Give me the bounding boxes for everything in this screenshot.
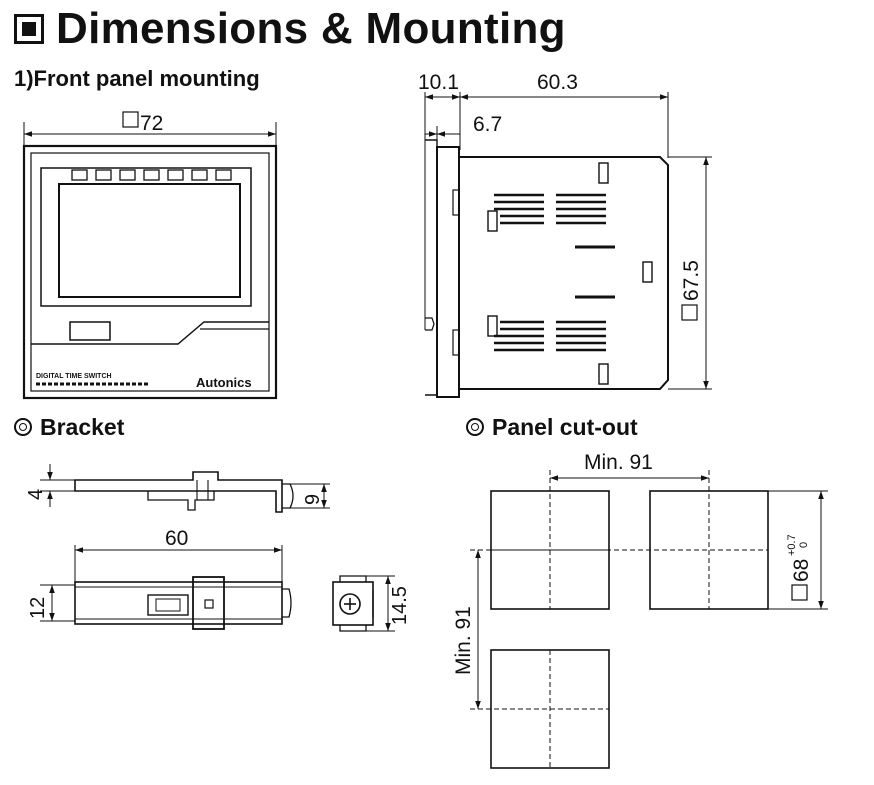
page-title-text: Dimensions & Mounting <box>56 4 566 53</box>
section-cutout-label: Panel cut-out <box>492 414 638 440</box>
cutout-min-v-dim: Min. 91 <box>452 606 475 675</box>
cutout-tol-plus: +0.7 <box>786 534 798 556</box>
cutout-min-h-dim: Min. 91 <box>584 451 653 474</box>
side-height-dim: 67.5 <box>680 260 703 301</box>
square-bullet-icon <box>14 14 44 44</box>
front-width-dim: 72 <box>140 112 163 135</box>
front-key <box>69 321 111 341</box>
side-depth-body-dim: 60.3 <box>537 71 578 94</box>
bracket-clip-width-dim: 14.5 <box>389 586 411 625</box>
square-symbol-icon <box>791 584 808 601</box>
bracket-side-view <box>40 464 330 513</box>
square-symbol-icon <box>122 111 139 128</box>
cutout-tol-minus: 0 <box>798 542 810 548</box>
page-title: Dimensions & Mounting <box>14 2 566 56</box>
side-step-dim: 6.7 <box>473 113 502 136</box>
section-bracket-label: Bracket <box>40 414 125 440</box>
bracket-height-dim: 12 <box>27 597 49 619</box>
double-circle-icon <box>466 418 484 436</box>
brand-logo: Autonics <box>196 375 252 390</box>
side-height-label: 67.5 <box>680 260 703 321</box>
side-view <box>424 92 712 398</box>
lcd-display <box>58 183 241 298</box>
front-frame <box>22 144 278 400</box>
bracket-end-view <box>332 575 395 632</box>
square-symbol-icon <box>681 304 698 321</box>
section-bracket: Bracket <box>14 416 124 439</box>
section-cutout: Panel cut-out <box>466 416 638 439</box>
bracket-thickness-dim: 4 <box>25 489 47 500</box>
cutout-size-dim: 68 <box>790 559 813 582</box>
bracket-length-dim: 60 <box>165 527 188 550</box>
front-view <box>22 111 278 400</box>
bracket-clip-height-dim: 9 <box>302 494 324 505</box>
screw-icon <box>339 593 361 615</box>
side-depth-front-dim: 10.1 <box>418 71 459 94</box>
bracket-top-view <box>40 545 292 630</box>
section-front-panel: 1)Front panel mounting <box>14 66 260 91</box>
cutout-size-label: 68 +0.7 0 <box>786 534 813 601</box>
led-indicators <box>71 169 232 181</box>
panel-cutout <box>470 470 828 769</box>
double-circle-icon <box>14 418 32 436</box>
model-label: DIGITAL TIME SWITCH <box>36 373 112 380</box>
